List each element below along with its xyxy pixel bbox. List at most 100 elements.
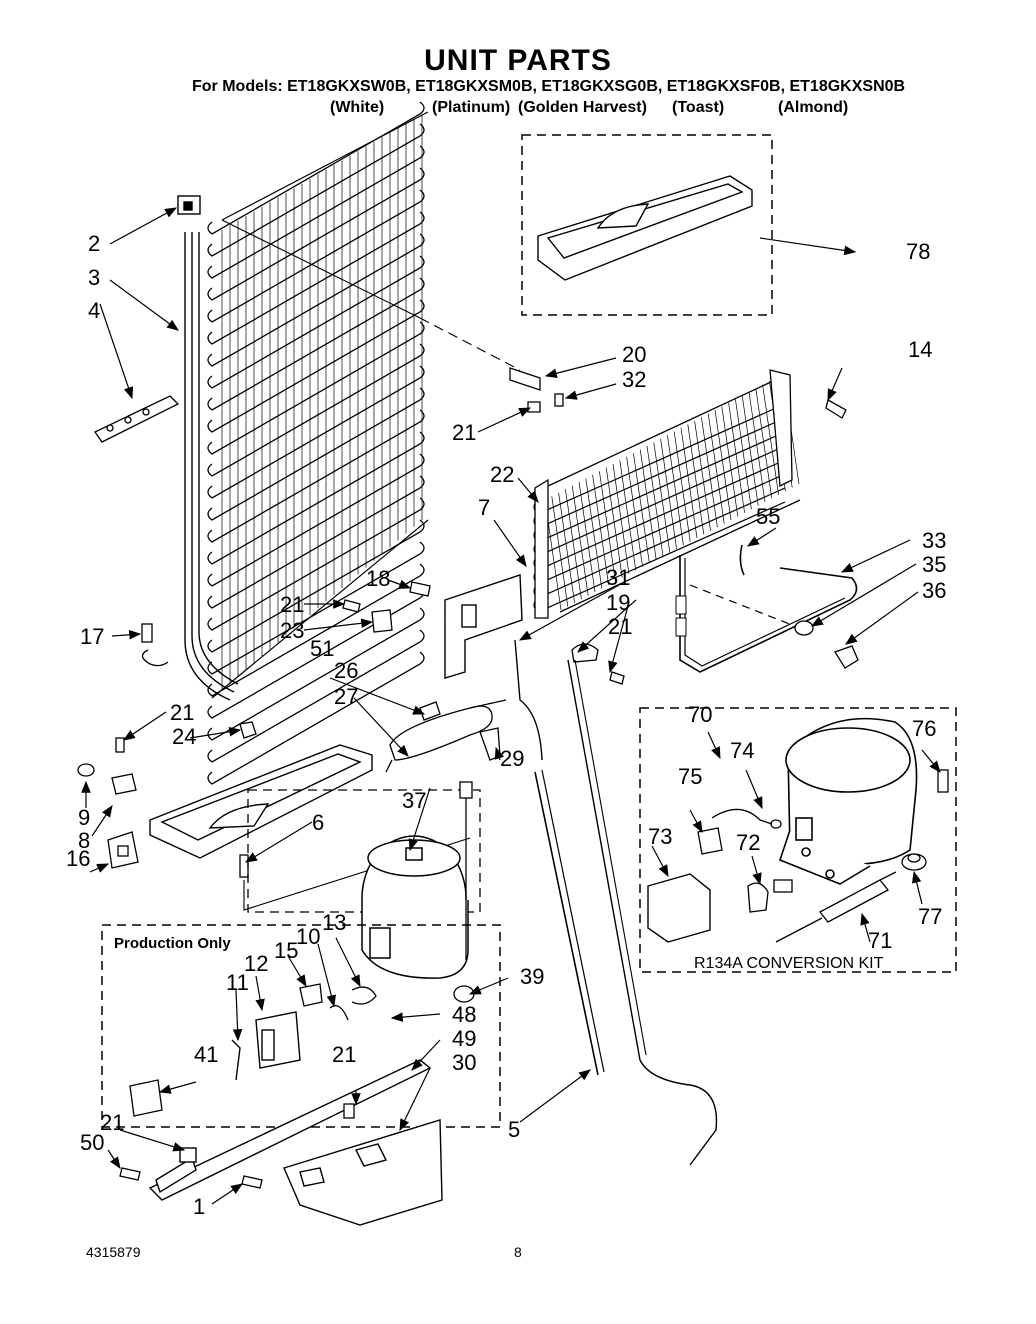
callout-leader [99,303,134,400]
callout-leader [109,207,178,245]
evaporator-tube [533,473,786,585]
callout-leader [759,237,857,256]
callout-number: 27 [334,684,358,709]
callout-number: 39 [520,964,544,989]
screw-14 [825,399,847,419]
callout-leader [493,519,527,567]
clip-19 [571,643,599,663]
production-only-label: Production Only [114,935,231,952]
evaporator-fin [667,435,684,546]
wire-13 [351,986,377,1005]
evaporator-bracket [534,478,549,619]
callout-leader [387,579,412,589]
evaporator-tube [533,445,786,557]
drain-tube-clip [94,395,180,443]
condenser-tube [207,101,425,235]
callout-number: 14 [908,337,932,362]
evaporator-fin [633,453,650,564]
callout-number: 41 [194,1042,218,1067]
callout-number: 22 [490,462,514,487]
condenser-bracket [177,195,201,215]
callout-number: 72 [736,830,760,855]
callout-leader [353,697,409,757]
evaporator-fin [707,413,725,524]
kit-capacitor-75 [697,827,723,855]
callout-number: 21 [608,614,632,639]
filter-drier [385,699,507,773]
color-label: (Platinum) [432,99,511,116]
callout-leader [651,845,669,878]
condenser-tube [207,409,425,543]
condenser-tube [207,167,425,301]
callout-number: 21 [280,592,304,617]
callout-leader [335,937,361,988]
document-number: 4315879 [86,1244,141,1260]
evaporator-fin [660,438,677,549]
callout-number: 5 [508,1117,520,1142]
condenser-tube [207,211,425,345]
heater-grommet [794,620,814,636]
callout-leader [689,809,703,834]
callout-number: 33 [922,528,946,553]
callout-leader [211,1183,243,1205]
callout-leader [827,367,843,402]
evaporator-coil [533,373,801,613]
evaporator-fin [585,478,603,589]
evaporator-fin [721,406,739,517]
screw-21d [343,1103,355,1119]
callout-number: 13 [322,910,346,935]
kit-compressor [779,717,918,885]
callout-number: 7 [478,495,490,520]
callout-number: 1 [193,1194,205,1219]
callout-number: 76 [912,716,936,741]
drain-pan-78 [537,175,753,281]
screw-17 [141,623,169,667]
evaporator-fin [599,471,616,582]
drain-pan-box-78 [521,134,773,316]
color-label: (Toast) [672,99,725,116]
callout-leader [408,787,431,852]
callout-leader [119,1129,186,1152]
callout-leader [244,821,313,863]
connector-16 [107,831,139,869]
nut-24 [239,721,257,739]
callout-number: 21 [100,1110,124,1135]
clip-11 [231,1039,241,1081]
evaporator-mount-bracket [444,574,523,679]
callout-leader [411,1039,441,1071]
defrost-heater [679,555,858,673]
callout-leader [544,357,617,378]
callout-number: 74 [730,738,754,763]
suction-line [567,659,718,1166]
callout-number: 20 [622,342,646,367]
r134a-kit-label: R134A CONVERSION KIT [694,955,884,972]
callout-leader [921,749,941,773]
evaporator-end-bracket [769,369,793,488]
evaporator-fin [694,420,711,531]
callout-leader [111,629,142,640]
callout-number: 19 [606,590,630,615]
callout-number: 71 [868,928,892,953]
evaporator-tube [533,459,786,571]
callout-leader [303,618,374,631]
callout-number: 23 [280,618,304,643]
callout-leader [518,579,629,641]
screw-18 [409,581,431,597]
callout-leader [287,955,307,988]
callout-leader [746,527,777,547]
callout-number: 50 [80,1130,104,1155]
callout-leader [519,1069,591,1123]
clip-29 [479,727,501,761]
callout-number: 16 [66,846,90,871]
kit-tube-76 [937,769,949,793]
callout-leader [189,726,242,739]
evaporator-fin [701,417,718,528]
callout-leader [577,599,637,653]
condenser-tube [207,123,425,257]
callout-number: 26 [334,658,358,683]
callout-number: 48 [452,1002,476,1027]
screw-21c [115,737,125,753]
condenser-tube [207,431,425,565]
callout-number: 8 [78,828,90,853]
